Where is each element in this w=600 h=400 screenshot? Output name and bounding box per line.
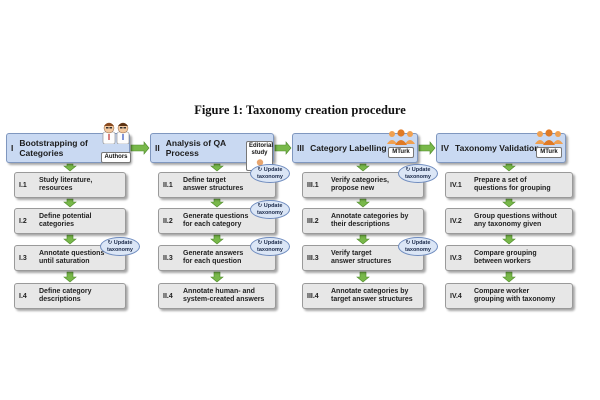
step-number: I.3: [19, 254, 27, 262]
down-arrow: [63, 271, 77, 283]
step-number: II.4: [163, 292, 173, 300]
phase-header-iii: III Category Labelling: [292, 133, 418, 163]
phase-number: IV: [441, 143, 450, 153]
right-arrow: [130, 141, 150, 155]
down-arrow: [356, 163, 370, 172]
actor-badge-label: Editorial study: [249, 143, 274, 156]
update-taxonomy-label: ↻ Update: [405, 240, 431, 246]
step-text: Compare grouping between workers: [474, 249, 537, 266]
update-taxonomy-label: taxonomy: [257, 173, 283, 180]
phase-number: II: [155, 143, 160, 153]
actor-badge: MTurk: [536, 147, 562, 158]
step-iv-2: IV.2 Group questions without any taxonomy…: [445, 208, 573, 234]
step-text: Define potential categories: [39, 212, 92, 229]
step-i-4: I.4 Define category descriptions: [14, 283, 126, 309]
step-iv-4: IV.4 Compare worker grouping with taxonom…: [445, 283, 573, 309]
right-arrow: [274, 141, 292, 155]
step-ii-3: II.3 Generate answers for each question: [158, 245, 276, 271]
phase-number: III: [297, 143, 305, 153]
update-taxonomy-label: taxonomy: [257, 209, 283, 216]
down-arrow: [356, 234, 370, 245]
down-arrow: [210, 163, 224, 172]
step-text: Study literature, resources: [39, 176, 93, 193]
down-arrow: [502, 271, 516, 283]
step-number: II.2: [163, 217, 173, 225]
step-number: I.1: [19, 181, 27, 189]
right-arrow: [418, 141, 436, 155]
step-number: IV.4: [450, 292, 462, 300]
down-arrow: [356, 271, 370, 283]
step-number: III.2: [307, 217, 319, 225]
step-i-2: I.2 Define potential categories: [14, 208, 126, 234]
phase-number: I: [11, 143, 14, 153]
phase-title: Analysis of QA Process: [165, 138, 227, 158]
authors-icon: [101, 120, 131, 149]
down-arrow: [210, 198, 224, 208]
down-arrow: [356, 198, 370, 208]
update-taxonomy-label: ↻ Update: [405, 167, 431, 173]
step-ii-4: II.4 Annotate human- and system-created a…: [158, 283, 276, 309]
step-iv-1: IV.1 Prepare a set of questions for group…: [445, 172, 573, 198]
step-number: I.4: [19, 292, 27, 300]
phase-title: Category Labelling: [310, 143, 387, 153]
update-taxonomy-label: ↻ Update: [107, 240, 133, 246]
step-text: Define category descriptions: [39, 287, 92, 304]
step-text: Generate questions for each category: [183, 212, 249, 229]
actor-badge: Authors: [101, 152, 131, 163]
step-text: Define target answer structures: [183, 176, 244, 193]
step-number: IV.3: [450, 254, 462, 262]
step-number: III.1: [307, 181, 319, 189]
crowd-icon: [534, 128, 564, 151]
down-arrow: [63, 163, 77, 172]
down-arrow: [63, 198, 77, 208]
update-taxonomy-label: taxonomy: [257, 246, 283, 253]
down-arrow: [210, 234, 224, 245]
phase-title: Bootstrapping of Categories: [19, 138, 88, 158]
figure-caption: Figure 1: Taxonomy creation procedure: [194, 103, 406, 117]
step-text: Annotate human- and system-created answe…: [183, 287, 265, 304]
update-taxonomy-label: taxonomy: [405, 173, 431, 180]
step-text: Annotate categories by target answer str…: [331, 287, 413, 304]
step-number: II.3: [163, 254, 173, 262]
update-taxonomy-label: taxonomy: [107, 246, 133, 253]
step-number: II.1: [163, 181, 173, 189]
update-taxonomy-label: ↻ Update: [257, 167, 283, 173]
down-arrow: [502, 198, 516, 208]
phase-title: Taxonomy Validation: [455, 143, 540, 153]
step-text: Verify categories, propose new: [331, 176, 389, 193]
update-taxonomy-label: ↻ Update: [257, 240, 283, 246]
step-iii-4: III.4 Annotate categories by target answe…: [302, 283, 424, 309]
step-text: Annotate categories by their description…: [331, 212, 409, 229]
step-text: Compare worker grouping with taxonomy: [474, 287, 556, 304]
step-number: IV.1: [450, 181, 462, 189]
step-number: IV.2: [450, 217, 462, 225]
down-arrow: [210, 271, 224, 283]
actor-badge: MTurk: [388, 147, 414, 158]
step-iv-3: IV.3 Compare grouping between workers: [445, 245, 573, 271]
update-taxonomy-label: taxonomy: [405, 246, 431, 253]
step-iii-2: III.2 Annotate categories by their descri…: [302, 208, 424, 234]
down-arrow: [502, 234, 516, 245]
step-text: Annotate questions until saturation: [39, 249, 105, 266]
step-text: Generate answers for each question: [183, 249, 244, 266]
crowd-icon: [386, 128, 416, 151]
update-taxonomy-label: ↻ Update: [257, 203, 283, 209]
step-i-1: I.1 Study literature, resources: [14, 172, 126, 198]
step-text: Verify target answer structures: [331, 249, 392, 266]
step-text: Prepare a set of questions for grouping: [474, 176, 551, 193]
down-arrow: [502, 163, 516, 172]
down-arrow: [63, 234, 77, 245]
step-number: III.3: [307, 254, 319, 262]
step-text: Group questions without any taxonomy giv…: [474, 212, 557, 229]
step-number: III.4: [307, 292, 319, 300]
step-number: I.2: [19, 217, 27, 225]
